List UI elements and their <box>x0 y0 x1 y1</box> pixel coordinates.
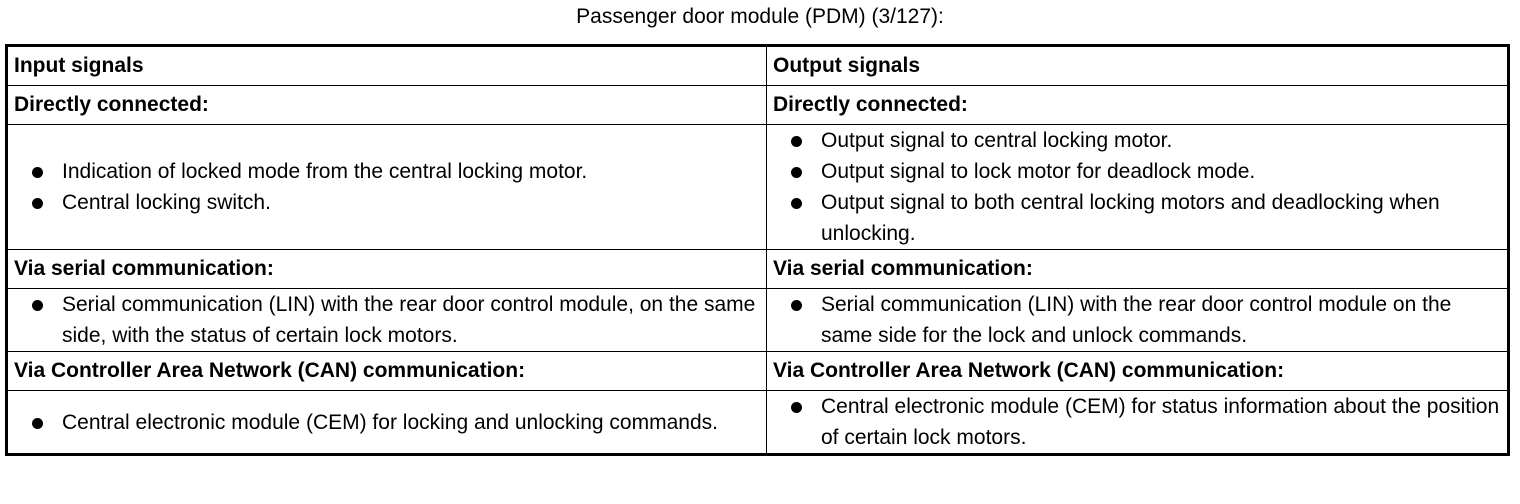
bullet-icon <box>791 402 802 413</box>
bullet-icon <box>791 136 802 147</box>
output-section-title-can: Via Controller Area Network (CAN) commun… <box>766 351 1509 391</box>
output-serial-cell: Serial communication (LIN) with the rear… <box>766 288 1509 352</box>
list-item: Central locking switch. <box>14 187 760 218</box>
table-header-row: Input signals Output signals <box>6 45 1509 86</box>
output-serial-list: Serial communication (LIN) with the rear… <box>773 289 1501 351</box>
input-serial-cell: Serial communication (LIN) with the rear… <box>6 288 767 352</box>
list-item-text: Indication of locked mode from the centr… <box>62 160 588 183</box>
bullet-icon <box>791 167 802 178</box>
output-section-title-direct: Directly connected: <box>766 85 1509 125</box>
list-item: Indication of locked mode from the centr… <box>14 156 760 187</box>
input-can-list: Central electronic module (CEM) for lock… <box>14 407 760 438</box>
list-item-text: Output signal to both central locking mo… <box>821 191 1440 245</box>
list-item-text: Central electronic module (CEM) for lock… <box>62 410 718 434</box>
section-content-row: Serial communication (LIN) with the rear… <box>6 288 1509 352</box>
input-section-title-serial: Via serial communication: <box>6 249 767 289</box>
bullet-icon <box>791 300 802 311</box>
bullet-icon <box>32 417 43 429</box>
input-section-title-direct: Directly connected: <box>6 85 767 125</box>
bullet-icon <box>32 167 43 178</box>
section-content-row: Indication of locked mode from the centr… <box>6 124 1509 250</box>
bullet-icon <box>32 300 43 311</box>
list-item-text: Serial communication (LIN) with the rear… <box>62 293 756 347</box>
list-item-text: Serial communication (LIN) with the rear… <box>821 293 1452 347</box>
list-item: Output signal to lock motor for deadlock… <box>773 156 1501 187</box>
list-item: Output signal to both central locking mo… <box>773 187 1501 249</box>
input-signals-header: Input signals <box>6 45 767 86</box>
output-signals-header: Output signals <box>766 45 1509 86</box>
output-direct-list: Output signal to central locking motor. … <box>773 125 1501 249</box>
output-can-list: Central electronic module (CEM) for stat… <box>773 391 1501 453</box>
input-can-cell: Central electronic module (CEM) for lock… <box>6 390 767 455</box>
list-item-text: Central electronic module (CEM) for stat… <box>821 395 1500 449</box>
input-direct-list: Indication of locked mode from the centr… <box>14 156 760 218</box>
input-section-title-can: Via Controller Area Network (CAN) commun… <box>6 351 767 391</box>
bullet-icon <box>791 198 802 209</box>
list-item: Central electronic module (CEM) for stat… <box>773 391 1501 453</box>
list-item-text: Output signal to central locking motor. <box>821 129 1173 152</box>
section-content-row: Central electronic module (CEM) for lock… <box>6 390 1509 455</box>
output-section-title-serial: Via serial communication: <box>766 249 1509 289</box>
list-item: Serial communication (LIN) with the rear… <box>773 289 1501 351</box>
output-can-cell: Central electronic module (CEM) for stat… <box>766 390 1509 455</box>
signals-table: Input signals Output signals Directly co… <box>5 44 1510 456</box>
list-item-text: Central locking switch. <box>62 191 271 214</box>
list-item: Serial communication (LIN) with the rear… <box>14 289 760 351</box>
input-serial-list: Serial communication (LIN) with the rear… <box>14 289 760 351</box>
list-item: Central electronic module (CEM) for lock… <box>14 407 760 438</box>
input-direct-cell: Indication of locked mode from the centr… <box>6 124 767 250</box>
bullet-icon <box>32 198 43 209</box>
section-title-row: Via Controller Area Network (CAN) commun… <box>6 351 1509 391</box>
list-item-text: Output signal to lock motor for deadlock… <box>821 160 1256 183</box>
document-caption: Passenger door module (PDM) (3/127): <box>576 5 944 28</box>
section-title-row: Directly connected: Directly connected: <box>6 85 1509 125</box>
list-item: Output signal to central locking motor. <box>773 125 1501 156</box>
output-direct-cell: Output signal to central locking motor. … <box>766 124 1509 250</box>
section-title-row: Via serial communication: Via serial com… <box>6 249 1509 289</box>
